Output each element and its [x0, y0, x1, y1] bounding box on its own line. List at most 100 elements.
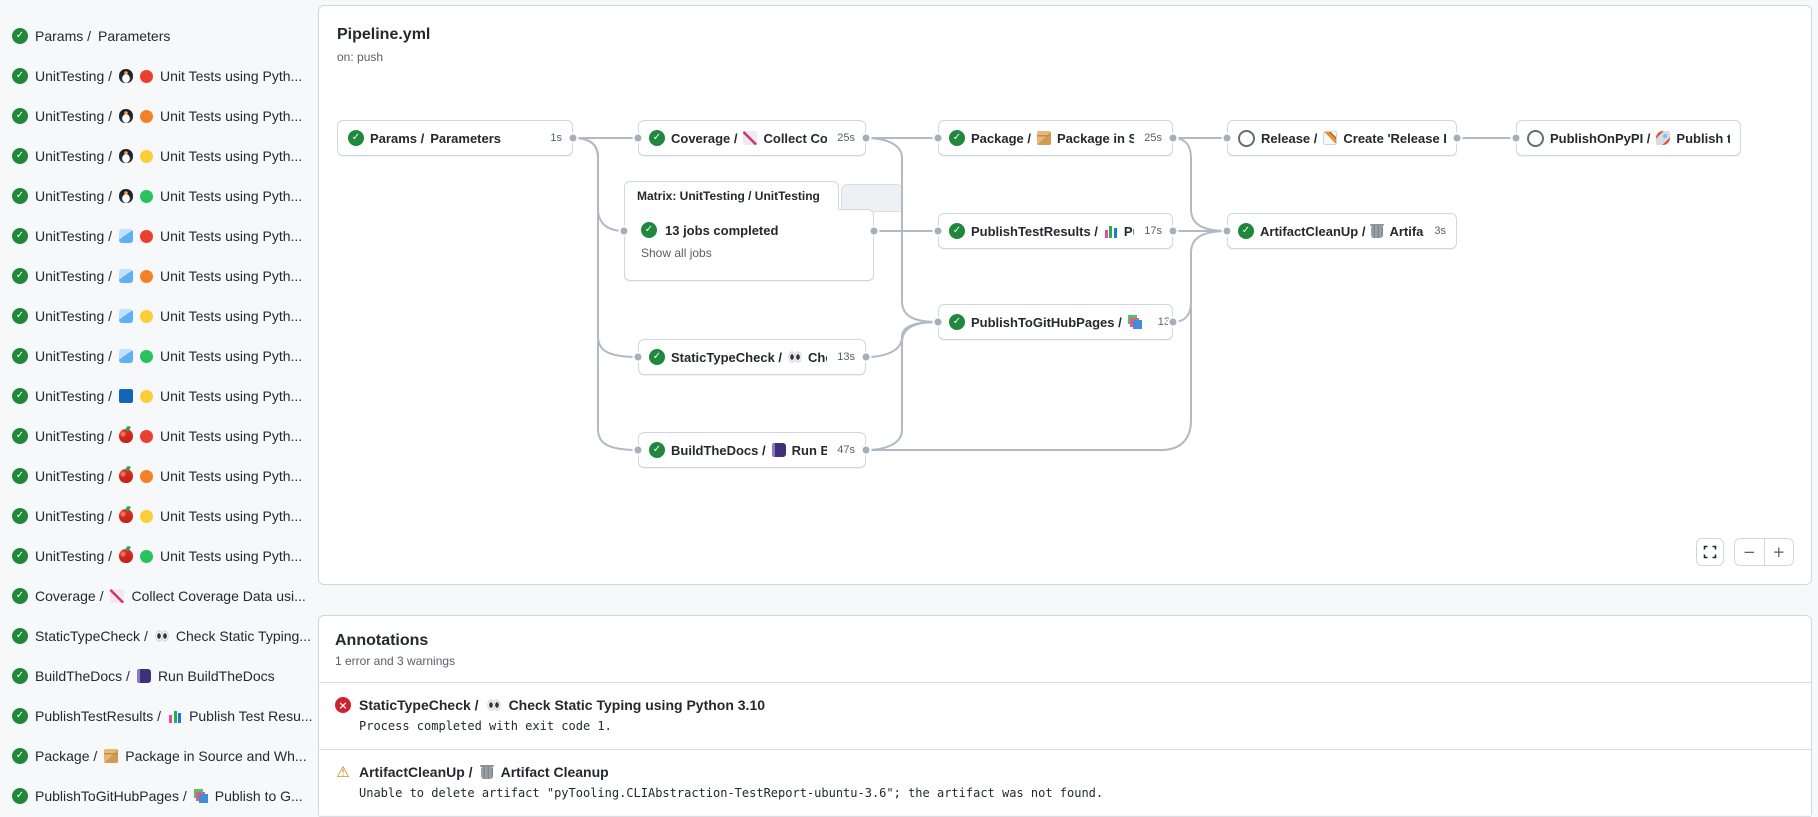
job-name: UnitTesting / [35, 468, 113, 484]
ice-cube-icon [119, 229, 134, 243]
node-duration: 13s [1157, 316, 1176, 328]
success-check-icon: ✓ [949, 223, 965, 239]
matrix-status-text: 13 jobs completed [665, 222, 779, 238]
sidebar-job-item[interactable]: ✓ UnitTesting / Unit Tests using Pyth... [0, 136, 318, 176]
penguin-icon [119, 109, 134, 123]
node-step-name: Pu... [1123, 223, 1134, 239]
node-artifact-cleanup[interactable]: ✓ ArtifactCleanUp / Artifac... 3s [1227, 213, 1457, 249]
annotations-header: Annotations 1 error and 3 warnings [319, 616, 1811, 682]
sidebar-job-item[interactable]: ✓ UnitTesting / Unit Tests using Pyth... [0, 96, 318, 136]
matrix-group-box[interactable]: ✓ 13 jobs completed Show all jobs [624, 209, 874, 281]
success-check-icon: ✓ [12, 188, 28, 204]
job-name: PublishToGitHubPages / [35, 788, 187, 804]
layers-icon [193, 789, 208, 803]
node-package[interactable]: ✓ Package / Package in So... 25s [938, 120, 1173, 156]
job-name: UnitTesting / [35, 508, 113, 524]
python-version-dot-icon [140, 389, 154, 403]
sidebar-job-item[interactable]: ✓ Package / Package in Source and Wh... [0, 736, 318, 776]
sidebar-job-item[interactable]: ✓ PublishToGitHubPages / Publish to G... [0, 776, 318, 816]
node-step-name: Package in So... [1057, 130, 1135, 146]
python-version-dot-icon [140, 549, 154, 563]
apple-icon [119, 469, 134, 483]
ice-cube-icon [119, 309, 134, 323]
sidebar-job-item[interactable]: ✓ Coverage / Collect Coverage Data usi..… [0, 576, 318, 616]
job-name: Coverage / [35, 588, 104, 604]
annotations-title: Annotations [335, 632, 429, 649]
chart-up-icon [110, 589, 125, 603]
success-check-icon: ✓ [949, 314, 965, 330]
sidebar-job-item[interactable]: ✓ UnitTesting / Unit Tests using Pyth... [0, 336, 318, 376]
annotation-title[interactable]: ⚠ ArtifactCleanUp / Artifact Cleanup [335, 764, 1795, 780]
sidebar-job-item[interactable]: ✓ UnitTesting / Unit Tests using Pyth... [0, 376, 318, 416]
node-publish-on-pypi[interactable]: PublishOnPyPI / Publish to ... [1516, 120, 1741, 156]
penguin-icon [119, 69, 134, 83]
step-name: Unit Tests using Pyth... [160, 548, 303, 564]
matrix-tab-ghost [841, 184, 903, 212]
success-check-icon: ✓ [12, 668, 28, 684]
ice-cube-icon [119, 269, 134, 283]
error-icon: × [335, 697, 351, 713]
node-params[interactable]: ✓ Params / Parameters 1s [337, 120, 573, 156]
node-step-name: Parameters [430, 130, 502, 146]
success-check-icon: ✓ [1238, 223, 1254, 239]
show-all-jobs-link[interactable]: Show all jobs [641, 246, 712, 260]
node-build-the-docs[interactable]: ✓ BuildTheDocs / Run Buil... 47s [638, 432, 866, 468]
warning-icon: ⚠ [336, 762, 350, 781]
sidebar-job-item[interactable]: ✓ BuildTheDocs / Run BuildTheDocs [0, 656, 318, 696]
job-name: UnitTesting / [35, 348, 113, 364]
job-name: StaticTypeCheck / [359, 697, 479, 713]
book-icon [771, 443, 786, 457]
zoom-out-button[interactable]: − [1735, 539, 1765, 565]
success-check-icon: ✓ [12, 308, 28, 324]
node-publish-test-results[interactable]: ✓ PublishTestResults / Pu... 17s [938, 213, 1173, 249]
sidebar-job-item[interactable]: ✓ UnitTesting / Unit Tests using Pyth... [0, 216, 318, 256]
sidebar-job-item[interactable]: ✓ UnitTesting / Unit Tests using Pyth... [0, 176, 318, 216]
python-version-dot-icon [140, 229, 154, 243]
job-name: UnitTesting / [35, 428, 113, 444]
node-step-name: Publish to ... [1676, 130, 1730, 146]
node-release[interactable]: Release / Create 'Release P... [1227, 120, 1457, 156]
step-name: Unit Tests using Pyth... [160, 348, 303, 364]
zoom-in-button[interactable]: + [1764, 539, 1793, 565]
step-name: Collect Coverage Data usi... [131, 588, 306, 604]
sidebar-job-item[interactable]: ✓ UnitTesting / Unit Tests using Pyth... [0, 256, 318, 296]
sidebar-job-item[interactable]: ✓ UnitTesting / Unit Tests using Pyth... [0, 536, 318, 576]
node-job-name: BuildTheDocs / [671, 442, 766, 458]
python-version-dot-icon [140, 69, 154, 83]
annotation-title[interactable]: × StaticTypeCheck / Check Static Typing … [335, 697, 1795, 713]
python-version-dot-icon [140, 189, 154, 203]
sidebar-job-item[interactable]: ✓ UnitTesting / Unit Tests using Pyth... [0, 296, 318, 336]
python-version-dot-icon [140, 109, 154, 123]
sidebar-job-item[interactable]: ✓ StaticTypeCheck / Check Static Typing.… [0, 616, 318, 656]
job-name: UnitTesting / [35, 148, 113, 164]
fullscreen-button[interactable] [1696, 538, 1724, 566]
python-version-dot-icon [140, 509, 154, 523]
sidebar-job-item[interactable]: ✓ UnitTesting / Unit Tests using Pyth... [0, 56, 318, 96]
book-icon [136, 669, 151, 683]
sidebar-job-item[interactable]: ✓ PublishTestResults / Publish Test Resu… [0, 696, 318, 736]
chart-increasing-icon [743, 131, 758, 145]
eyes-icon [788, 350, 803, 364]
node-static-type-check[interactable]: ✓ StaticTypeCheck / Chec... 13s [638, 339, 866, 375]
node-duration: 25s [1144, 132, 1162, 144]
node-coverage[interactable]: ✓ Coverage / Collect Cove... 25s [638, 120, 866, 156]
trash-icon [479, 764, 494, 779]
sidebar-job-item[interactable]: ✓ UnitTesting / Unit Tests using Pyth... [0, 456, 318, 496]
python-version-dot-icon [140, 429, 154, 443]
layered-pages-icon [1127, 315, 1142, 329]
node-job-name: StaticTypeCheck / [671, 349, 783, 365]
node-job-name: PublishTestResults / [971, 223, 1098, 239]
node-job-name: Release / [1261, 130, 1318, 146]
node-job-name: Params / [370, 130, 425, 146]
penguin-icon [119, 189, 134, 203]
node-publish-to-github-pages[interactable]: ✓ PublishToGitHubPages / ... 13s [938, 304, 1176, 340]
sidebar-job-item[interactable]: ✓ UnitTesting / Unit Tests using Pyth... [0, 416, 318, 456]
job-name: Params / [35, 28, 92, 44]
annotation-message: Process completed with exit code 1. [359, 719, 612, 733]
skipped-circle-icon [1238, 129, 1255, 147]
node-duration: 47s [837, 444, 855, 456]
sidebar-job-item[interactable]: ✓ Params / Parameters [0, 16, 318, 56]
step-name: Unit Tests using Pyth... [160, 228, 303, 244]
node-step-name: Collect Cove... [763, 130, 828, 146]
sidebar-job-item[interactable]: ✓ UnitTesting / Unit Tests using Pyth... [0, 496, 318, 536]
